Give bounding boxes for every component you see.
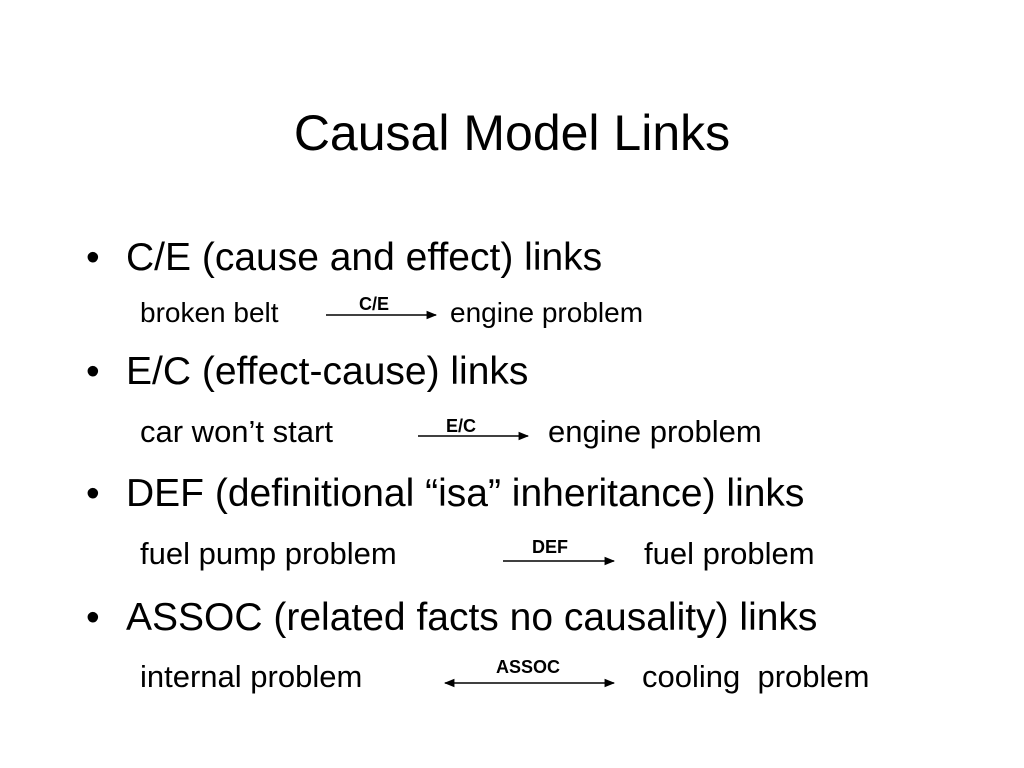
example-from: internal problem: [140, 659, 363, 694]
bullet-ec: • E/C (effect-cause) links: [86, 349, 528, 395]
example-from: car won’t start: [140, 414, 333, 449]
example-to: fuel problem: [644, 536, 815, 571]
bullet-assoc: • ASSOC (related facts no causality) link…: [86, 595, 817, 641]
example-from: broken belt: [140, 297, 279, 328]
example-to: cooling problem: [642, 659, 870, 694]
link-label: ASSOC: [495, 657, 560, 677]
link-label: DEF: [532, 537, 568, 557]
bullet-dot: •: [86, 236, 100, 279]
bullet-text: ASSOC (related facts no causality) links: [126, 596, 818, 639]
bullet-text: E/C (effect-cause) links: [126, 350, 529, 393]
example-from: fuel pump problem: [140, 536, 397, 571]
bullet-dot: •: [86, 596, 100, 639]
bullet-def: • DEF (definitional “isa” inheritance) li…: [86, 471, 804, 517]
example-to: engine problem: [548, 414, 762, 449]
link-label: C/E: [358, 294, 389, 314]
bullet-dot: •: [86, 472, 100, 515]
bullet-dot: •: [86, 350, 100, 393]
bullet-text: DEF (definitional “isa” inheritance) lin…: [126, 472, 805, 515]
bullet-ce: • C/E (cause and effect) links: [86, 235, 602, 281]
link-label: E/C: [445, 416, 476, 436]
slide-title: Causal Model Links: [293, 105, 731, 161]
example-to: engine problem: [450, 297, 644, 328]
bullet-text: C/E (cause and effect) links: [126, 236, 603, 279]
